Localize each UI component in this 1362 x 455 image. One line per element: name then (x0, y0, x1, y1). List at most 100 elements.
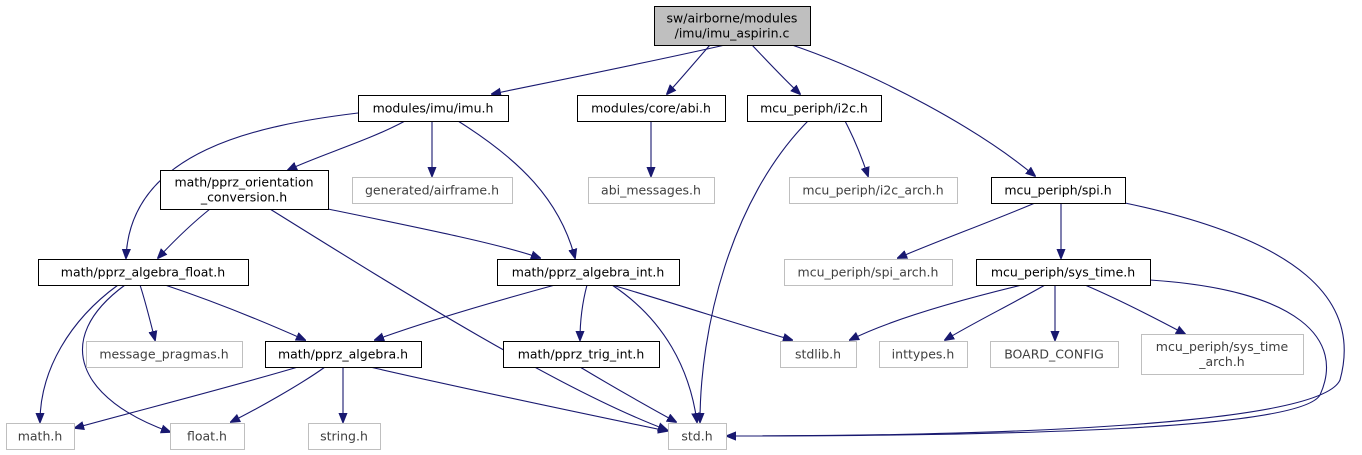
node-label-line: math/pprz_algebra_float.h (61, 265, 225, 280)
edge-algint-to-alg (375, 284, 556, 340)
node-label-line: mcu_periph/spi_arch.h (798, 265, 939, 280)
node-label-line: mcu_periph/i2c_arch.h (802, 183, 943, 198)
edge-orient-to-algfloat (158, 208, 211, 258)
node-label-line: message_pragmas.h (99, 347, 228, 362)
node-label-line: sw/airborne/modules (667, 11, 798, 26)
node-box (668, 423, 727, 450)
node-root[interactable]: sw/airborne/modules/imu/imu_aspirin.c (654, 6, 811, 46)
edge-orient-to-algint (327, 208, 540, 258)
edge-systime-to-systimearch (1084, 284, 1185, 334)
edge-algint-to-stdlib (611, 284, 792, 340)
node-box (780, 341, 857, 368)
node-i2c[interactable]: mcu_periph/i2c.h (747, 95, 882, 122)
node-label-line: modules/core/abi.h (591, 101, 711, 116)
node-box (990, 341, 1119, 368)
node-label-line: modules/imu/imu.h (373, 101, 494, 116)
edge-algfloat-to-msgprag (139, 284, 155, 340)
node-abi[interactable]: modules/core/abi.h (577, 95, 726, 122)
node-box (789, 177, 958, 204)
edge-alg-to-std (369, 366, 667, 431)
edge-alg-to-float (231, 366, 326, 422)
node-alg[interactable]: math/pprz_algebra.h (265, 341, 422, 368)
node-label-line: inttypes.h (892, 347, 955, 362)
edge-alg-to-math (75, 366, 299, 428)
edge-imu-to-algint (457, 120, 575, 258)
edge-root-to-imu (492, 44, 726, 94)
node-label-line: stdlib.h (795, 347, 841, 362)
node-box (577, 95, 726, 122)
node-box (86, 341, 243, 368)
node-box (991, 177, 1126, 204)
edge-systime-to-stdlib (850, 284, 1023, 340)
node-box (588, 177, 715, 204)
edge-algfloat-to-float (81, 284, 170, 432)
edge-i2c-to-std (700, 120, 809, 422)
node-spi[interactable]: mcu_periph/spi.h (991, 177, 1126, 204)
node-box (6, 423, 75, 450)
node-label-line: mcu_periph/spi.h (1004, 183, 1111, 198)
node-box (654, 6, 811, 46)
node-algint[interactable]: math/pprz_algebra_int.h (497, 259, 680, 286)
node-board: BOARD_CONFIG (990, 341, 1119, 368)
node-label-line: string.h (320, 429, 368, 444)
node-box (160, 170, 329, 210)
node-box (976, 259, 1151, 286)
node-box (308, 423, 381, 450)
node-label-line: mcu_periph/sys_time.h (991, 265, 1135, 280)
node-stdlib: stdlib.h (780, 341, 857, 368)
edge-spi-to-std (727, 202, 1345, 436)
node-box (747, 95, 882, 122)
edge-spi-to-spiarch (898, 202, 1036, 258)
node-math: math.h (6, 423, 75, 450)
edge-root-to-spi (791, 44, 1035, 176)
nodes-layer: sw/airborne/modules/imu/imu_aspirin.cmod… (6, 6, 1304, 450)
node-box (497, 259, 680, 286)
node-i2carch: mcu_periph/i2c_arch.h (789, 177, 958, 204)
node-label-line: math/pprz_trig_int.h (518, 347, 645, 362)
edge-trig-to-std (579, 366, 676, 422)
edge-i2c-to-i2carch (844, 120, 868, 176)
node-box (170, 423, 245, 450)
node-abimsg: abi_messages.h (588, 177, 715, 204)
edge-orient-to-std (269, 208, 667, 430)
node-label-line: abi_messages.h (601, 183, 701, 198)
node-label-line: float.h (187, 429, 227, 444)
node-orient[interactable]: math/pprz_orientation_conversion.h (160, 170, 329, 210)
node-label-line: math/pprz_algebra_int.h (512, 265, 665, 280)
node-float: float.h (170, 423, 245, 450)
node-trig[interactable]: math/pprz_trig_int.h (503, 341, 660, 368)
node-box (503, 341, 660, 368)
node-box (38, 259, 249, 286)
edge-systime-to-inttypes (945, 284, 1046, 340)
edge-root-to-abi (667, 44, 711, 94)
node-label-line: math.h (18, 429, 63, 444)
node-std: std.h (668, 423, 727, 450)
edge-imu-to-orient (288, 120, 406, 170)
node-algfloat[interactable]: math/pprz_algebra_float.h (38, 259, 249, 286)
node-box (352, 177, 513, 204)
node-systime[interactable]: mcu_periph/sys_time.h (976, 259, 1151, 286)
node-label-line: _arch.h (1198, 354, 1244, 369)
edge-algfloat-to-math (40, 284, 119, 422)
node-string: string.h (308, 423, 381, 450)
node-box (265, 341, 422, 368)
edge-algint-to-std (611, 284, 697, 422)
edge-imu-to-algfloat (126, 112, 359, 258)
node-label-line: BOARD_CONFIG (1004, 347, 1104, 362)
node-label-line: mcu_periph/sys_time (1156, 339, 1289, 354)
node-label-line: std.h (681, 429, 712, 444)
edge-systime-to-std (727, 279, 1328, 436)
node-inttypes: inttypes.h (879, 341, 968, 368)
node-box (1141, 334, 1304, 375)
edges-layer (40, 44, 1345, 436)
node-label-line: math/pprz_orientation (174, 175, 313, 190)
node-imu[interactable]: modules/imu/imu.h (358, 95, 509, 122)
node-label-line: generated/airframe.h (365, 183, 499, 198)
node-box (358, 95, 509, 122)
node-label-line: math/pprz_algebra.h (278, 347, 408, 362)
edge-algfloat-to-alg (164, 284, 305, 340)
node-spiarch: mcu_periph/spi_arch.h (784, 259, 953, 286)
node-box (784, 259, 953, 286)
node-box (879, 341, 968, 368)
